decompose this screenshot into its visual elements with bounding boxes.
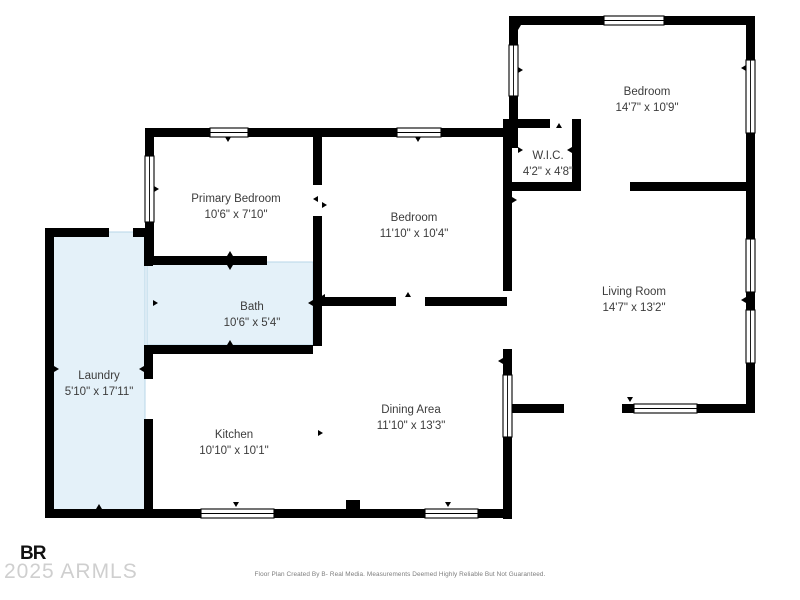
window-living-bottom <box>633 403 698 414</box>
wall-bedroom-bottom-b <box>425 297 507 306</box>
wall-laundry-top <box>45 228 109 237</box>
door-marker-bedroom-top <box>415 137 421 142</box>
door-marker-living-spine-bottom <box>498 358 503 364</box>
wall-wic-right <box>572 119 581 191</box>
door-marker-ur-bottom <box>661 186 667 191</box>
window-ur-bedroom-right <box>745 59 756 134</box>
walls <box>45 16 755 519</box>
door-marker-primary-left <box>154 186 159 192</box>
brand-logo: BR <box>20 543 46 564</box>
window-ur-bedroom-left <box>508 44 519 97</box>
door-marker-ur-top <box>515 25 521 30</box>
wall-main-bottom-c <box>478 509 512 518</box>
door-marker-living-right <box>741 297 746 303</box>
door-marker-kitchen-right <box>318 430 323 436</box>
door-marker-bath-right <box>308 300 313 306</box>
wall-living-bottom-right <box>697 404 755 413</box>
wall-primary-right-upper <box>313 128 322 185</box>
window-dining-bottom <box>424 508 479 519</box>
watermark-text: 2025 ARMLS <box>4 560 138 583</box>
wall-main-top-b <box>248 128 397 137</box>
door-marker-bedroom-bottom <box>405 292 411 297</box>
door-marker-bath-top2 <box>227 265 233 270</box>
wall-main-bottom-b <box>274 509 425 518</box>
wall-living-bottom-mid <box>622 404 634 413</box>
wall-laundry-left <box>45 228 54 518</box>
door-marker-living-left <box>512 197 517 203</box>
door-marker-bath-top <box>227 251 233 256</box>
door-marker-wic-right <box>567 147 572 153</box>
wall-wic-top <box>509 119 550 128</box>
wall-ur-top-right <box>664 16 755 25</box>
door-marker-laundry-bottom <box>96 504 102 509</box>
wall-laundry-top-right <box>133 228 153 237</box>
door-marker-dining-left <box>320 294 325 300</box>
wall-main-bottom-a <box>153 509 201 518</box>
wall-living-right-lower <box>746 363 755 413</box>
wall-main-top-a <box>145 128 210 137</box>
door-marker-laundry-right <box>139 366 144 372</box>
door-marker-ur-left <box>518 67 523 73</box>
door-marker-bath-left <box>153 300 158 306</box>
door-marker-living-bottom <box>627 397 633 402</box>
wall-living-right-mid <box>746 292 755 310</box>
wall-primary-right-lower <box>313 216 322 346</box>
door-marker-dining-bottom <box>445 502 451 507</box>
highlighted-room-fills <box>48 231 314 514</box>
wall-bedroom-bottom-a <box>313 297 396 306</box>
wall-bath-bottom <box>147 345 313 354</box>
window-bedroom-top <box>396 127 442 138</box>
wall-laundry-right-b <box>144 345 153 379</box>
door-marker-kitchen-left <box>148 427 153 433</box>
window-dining-east <box>502 374 513 438</box>
wall-primary-left-upper <box>145 128 154 156</box>
door-marker-ur-right <box>741 65 746 71</box>
bath-fill <box>146 261 314 346</box>
door-marker-primary-right <box>313 196 318 202</box>
wall-living-bottom-left <box>509 404 564 413</box>
wall-bottom-jog <box>346 500 360 510</box>
door-marker-wic-left <box>518 147 523 153</box>
wall-spine-mid <box>503 349 512 375</box>
wall-spine-upper <box>503 119 512 291</box>
door-marker-wic-top <box>556 123 562 128</box>
wall-ur-top-left <box>509 16 604 25</box>
wall-wic-bottom <box>509 182 581 191</box>
wall-spine-lower <box>503 437 512 519</box>
laundry-fill <box>48 231 146 514</box>
window-primary-bedroom-top <box>209 127 249 138</box>
door-marker-laundry-left <box>54 366 59 372</box>
door-marker-primary-top <box>225 137 231 142</box>
wall-laundry-right-c <box>144 419 153 518</box>
door-markers <box>54 25 746 509</box>
window-living-right-lower <box>745 309 756 364</box>
window-ur-bedroom-top <box>603 15 665 26</box>
wall-ur-right-upper <box>746 16 755 60</box>
wall-ur-bottom-right <box>630 182 755 191</box>
footer-disclaimer: Floor Plan Created By B- Real Media. Mea… <box>254 571 546 578</box>
door-marker-kitchen-bottom <box>233 502 239 507</box>
door-marker-laundry-top <box>96 232 102 237</box>
door-marker-bath-bottom <box>227 340 233 345</box>
door-marker-wic-bottom <box>548 182 554 187</box>
wall-laundry-bottom <box>45 509 153 518</box>
wall-ur-left-upper <box>509 16 518 45</box>
wall-ur-right-lower <box>746 133 755 198</box>
windows <box>144 15 756 519</box>
door-marker-dining-east <box>512 405 517 411</box>
window-kitchen-bottom <box>200 508 275 519</box>
wall-main-top-c <box>441 128 512 137</box>
wall-bath-top-left <box>147 256 267 265</box>
wall-laundry-right-a <box>144 228 153 266</box>
window-primary-bedroom-left <box>144 155 155 223</box>
window-living-right-upper <box>745 238 756 293</box>
door-marker-bedroom-left <box>322 202 327 208</box>
wall-living-right-upper <box>746 191 755 239</box>
